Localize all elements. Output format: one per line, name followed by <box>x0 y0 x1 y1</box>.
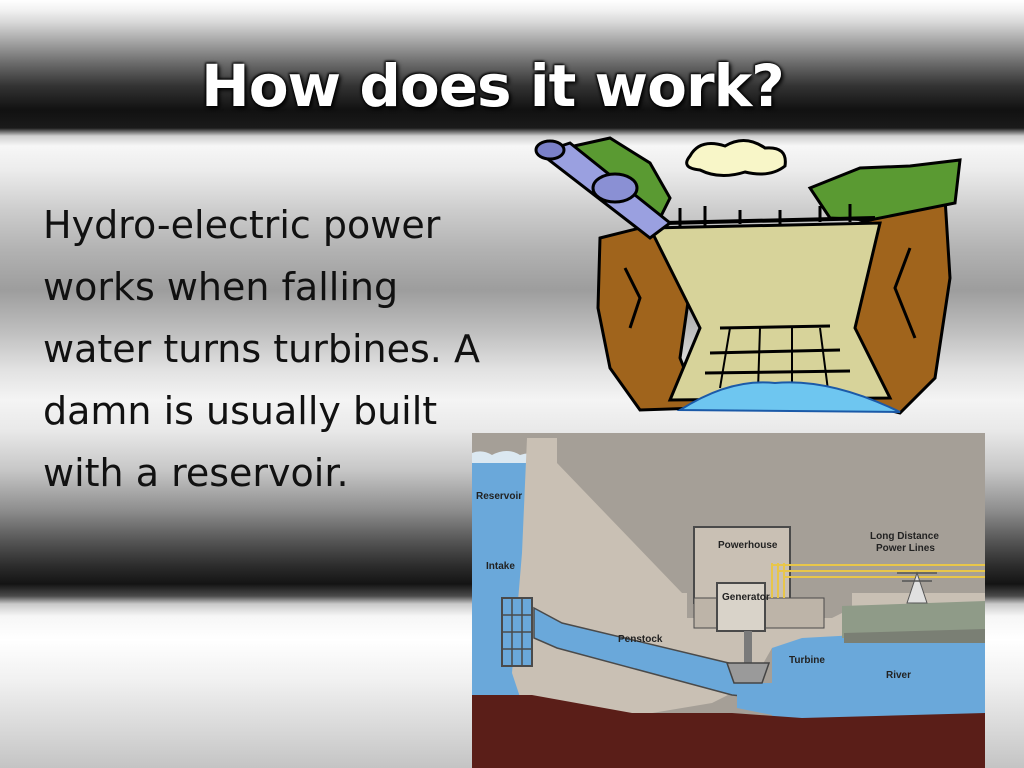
label-river: River <box>886 670 911 681</box>
dam-clipart-icon <box>534 136 962 415</box>
label-long-distance: Long Distance <box>870 531 939 542</box>
body-text: Hydro-electric power works when falling … <box>43 203 480 495</box>
label-intake: Intake <box>486 561 515 572</box>
label-powerhouse: Powerhouse <box>718 540 778 551</box>
slide-title: How does it work? <box>201 52 785 120</box>
label-penstock: Penstock <box>618 634 663 645</box>
hydro-dam-diagram: Reservoir Intake Powerhouse Generator Pe… <box>472 433 985 768</box>
power-tower-icon <box>897 571 937 604</box>
label-generator: Generator <box>722 592 770 603</box>
label-reservoir: Reservoir <box>476 491 522 502</box>
label-power-lines: Power Lines <box>876 543 935 554</box>
label-turbine: Turbine <box>789 655 825 666</box>
